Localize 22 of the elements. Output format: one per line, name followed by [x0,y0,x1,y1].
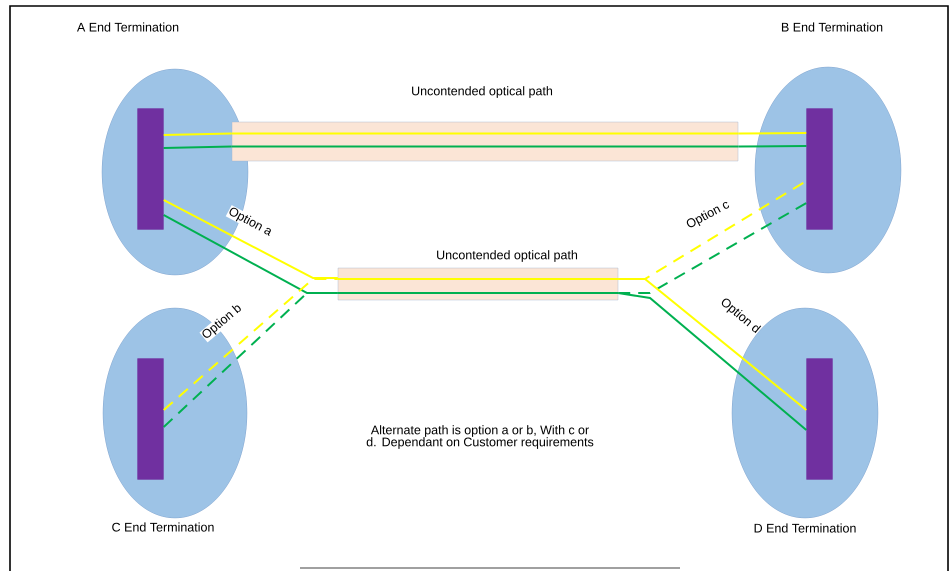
fibre-line [164,146,232,149]
fibre-line [163,292,338,428]
heading: Uncontended optical path [437,250,578,262]
heading: D End Termination [754,523,856,533]
heading: A End Termination [76,22,178,32]
port-bar [137,358,164,480]
port-bar [806,358,833,480]
note: Alternate path is option a or b, With c or d. Dependant on Customer requirements [366,425,594,449]
heading: Uncontended optical path [412,86,552,98]
port-bar [806,108,833,230]
heading: B End Termination [782,22,882,32]
fibre-line [738,132,806,134]
fibre-line [164,132,232,136]
port-bar [137,108,164,230]
fibre-line [738,145,806,148]
fibre-line [618,278,807,411]
fibre-line [618,292,807,431]
fibre-line [618,202,807,294]
heading: C End Termination [112,522,214,532]
fibre-line [163,199,338,279]
fibre-line [163,278,338,411]
edge-label: Option c [684,198,732,232]
